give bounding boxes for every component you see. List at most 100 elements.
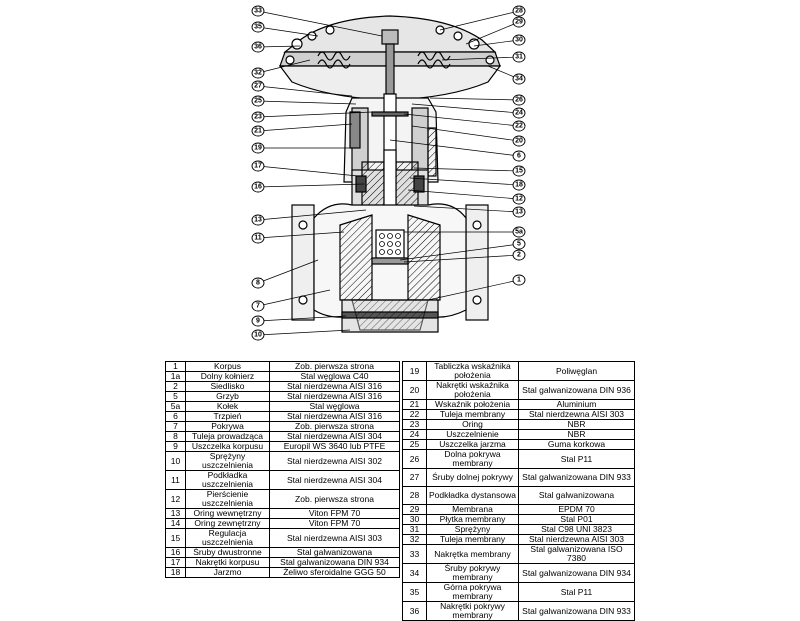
- part-name: Podkładka uszczelnienia: [185, 470, 270, 490]
- leader-line: [389, 139, 520, 157]
- part-number: 30: [402, 514, 427, 525]
- part-material: Poliwęglan: [518, 361, 635, 381]
- part-material: Stal nierdzewna AISI 304: [269, 431, 400, 442]
- part-name: Trzpień: [185, 411, 270, 422]
- part-name: Dolny kołnierz: [185, 371, 270, 382]
- leader-line: [411, 103, 520, 114]
- part-material: Stal galwanizowana: [269, 547, 400, 558]
- callout-number: 27: [254, 83, 262, 90]
- part-material: Stal nierdzewna AISI 304: [269, 470, 400, 490]
- callout-leader-lines: [257, 10, 520, 336]
- part-number: 8: [165, 431, 186, 442]
- callout-number: 8: [256, 280, 260, 287]
- part-material: Viton FPM 70: [269, 518, 400, 529]
- part-name: Tuleja membrany: [426, 534, 519, 545]
- part-material: Stal nierdzewna AISI 316: [269, 411, 400, 422]
- part-number: 1: [165, 361, 186, 372]
- leader-line: [257, 183, 365, 188]
- callout-number: 31: [515, 54, 523, 61]
- part-name: Uszczelka korpusu: [185, 441, 270, 452]
- part-number: 13: [165, 508, 186, 519]
- part-material: Stal P01: [518, 514, 635, 525]
- part-material: NBR: [518, 429, 635, 440]
- callout-circle: [251, 95, 265, 107]
- callout-number: 23: [254, 114, 262, 121]
- valve-cross-section-drawing: 3335363227252321191716131187910282930313…: [251, 5, 526, 341]
- callout-number: 26: [515, 97, 523, 104]
- part-number: 32: [402, 534, 427, 545]
- part-name: Grzyb: [185, 391, 270, 402]
- callout-circle: [512, 226, 526, 238]
- part-material: Zob. pierwsza strona: [269, 489, 400, 509]
- callout-number: 5a: [515, 229, 523, 236]
- part-name: Dolna pokrywa membrany: [426, 449, 519, 469]
- callout-number: 35: [254, 24, 262, 31]
- part-name: Sprężyny: [426, 524, 519, 535]
- callout-circle: [512, 107, 526, 119]
- part-name: Oring zewnętrzny: [185, 518, 270, 529]
- part-material: Stal galwanizowana DIN 936: [518, 380, 635, 400]
- part-name: Nakrętki pokrywy membrany: [426, 601, 519, 621]
- leader-line: [407, 189, 520, 200]
- callout-circle: [251, 181, 265, 193]
- part-material: Stal nierdzewna AISI 303: [518, 409, 635, 420]
- callout-circle: [512, 179, 526, 191]
- leader-line: [429, 97, 520, 101]
- leader-line: [257, 209, 367, 221]
- leader-line: [257, 315, 347, 322]
- callout-circle: [512, 206, 526, 218]
- leader-line: [257, 59, 311, 74]
- leader-line: [411, 125, 520, 142]
- part-number: 35: [402, 582, 427, 602]
- callout-number: 33: [254, 8, 262, 15]
- part-material: Guma korkowa: [518, 439, 635, 450]
- part-material: Żeliwo sferoidalne GGG 50: [269, 567, 400, 578]
- callout-number: 12: [515, 196, 523, 203]
- part-material: Stal galwanizowana ISO 7380: [518, 544, 635, 564]
- callout-circle: [512, 193, 526, 205]
- callout-number: 24: [515, 110, 523, 117]
- leader-line: [257, 259, 319, 284]
- callout-number: 21: [254, 128, 262, 135]
- part-name: Pierścienie uszczelnienia: [185, 489, 270, 509]
- part-number: 26: [402, 449, 427, 469]
- part-number: 20: [402, 380, 427, 400]
- part-name: Regulacja uszczelnienia: [185, 528, 270, 548]
- callout-circle: [512, 94, 526, 106]
- part-name: Uszczelnienie: [426, 429, 519, 440]
- callout-circle: [512, 150, 526, 162]
- part-material: Viton FPM 70: [269, 508, 400, 519]
- leader-line: [441, 56, 520, 61]
- leader-line: [257, 289, 331, 307]
- callout-number: 18: [515, 182, 523, 189]
- part-material: Stal galwanizowana: [518, 486, 635, 505]
- actuator-housing: [278, 15, 502, 101]
- leader-line: [413, 205, 520, 213]
- part-material: Stal węglowa C40: [269, 371, 400, 382]
- callout-circle: [251, 160, 265, 172]
- part-material: Stal galwanizowana DIN 933: [518, 601, 635, 621]
- part-material: Stal nierdzewna AISI 303: [269, 528, 400, 548]
- part-number: 5a: [165, 401, 186, 412]
- callout-circle: [251, 277, 265, 289]
- leader-line: [439, 10, 520, 31]
- callout-circle: [512, 34, 526, 46]
- leader-line: [427, 279, 520, 301]
- callout-circle: [251, 315, 265, 327]
- part-number: 15: [165, 528, 186, 548]
